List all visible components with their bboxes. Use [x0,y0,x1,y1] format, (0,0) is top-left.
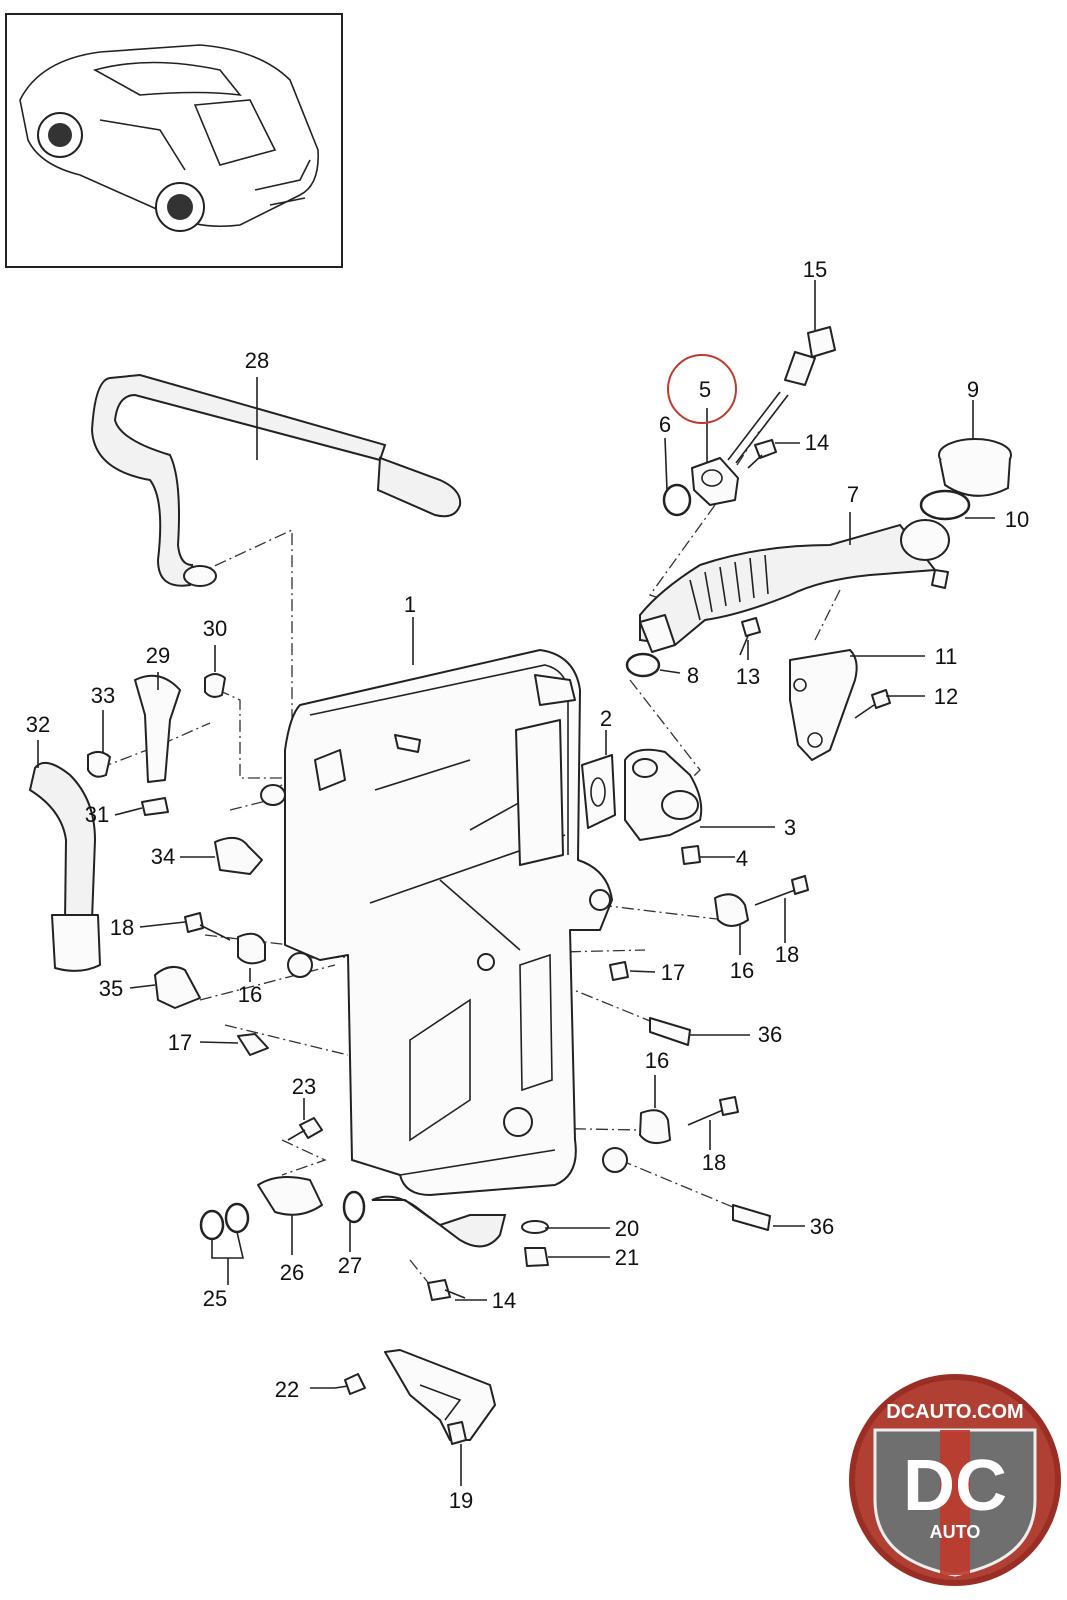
logo-main-text: DC [903,1446,1007,1526]
dcauto-logo: DCAUTO.COM DC AUTO [849,1374,1061,1586]
logo-top-text: DCAUTO.COM [886,1401,1023,1423]
logo-sub-text: AUTO [930,1522,981,1542]
callout-4: 4 [736,846,748,871]
callout-11: 11 [935,644,958,669]
callout-17-right: 17 [661,960,685,985]
callout-10: 10 [1005,507,1029,532]
callout-14-bottom: 14 [492,1288,516,1313]
callout-36-bottom: 36 [810,1214,834,1239]
callout-2: 2 [600,706,612,731]
callout-3: 3 [784,815,796,840]
callout-20: 20 [615,1216,639,1241]
part-5-flange [691,457,739,506]
callout-27: 27 [338,1253,362,1278]
callout-5: 5 [699,377,711,402]
callout-15: 15 [803,257,827,282]
part-11-bracket [789,649,858,761]
callout-9: 9 [967,377,979,402]
callout-33: 33 [91,683,115,708]
callout-19: 19 [449,1488,473,1513]
callout-7: 7 [847,482,859,507]
callout-14-top: 14 [805,430,829,455]
leader-lines [37,280,995,1486]
callout-30: 30 [203,616,227,641]
part-28-hose [90,373,462,587]
part-15-sensor [727,326,836,464]
callout-16-right: 16 [730,958,754,983]
callout-6: 6 [659,412,671,437]
callout-35: 35 [99,976,123,1001]
callout-12: 12 [934,684,958,709]
callout-8: 8 [687,663,699,688]
part-3-housing [624,748,703,841]
callout-21: 21 [615,1245,639,1270]
callout-1: 1 [404,592,416,617]
callout-36-top: 36 [758,1022,782,1047]
part-7-filler-pipe [639,519,950,653]
callout-16-left: 16 [238,982,262,1007]
callout-26: 26 [280,1260,304,1285]
callout-13: 13 [736,664,760,689]
callout-17-left: 17 [168,1030,192,1055]
callout-25: 25 [203,1286,227,1311]
callout-23: 23 [292,1074,316,1099]
callout-32: 32 [26,712,50,737]
callout-28: 28 [245,348,269,373]
part-9-cap [938,438,1012,497]
part-6-ring [662,483,692,517]
part-10-ring [919,489,971,521]
callout-18-left: 18 [110,915,134,940]
callout-29: 29 [146,643,170,668]
part-8-ring [625,652,661,678]
callouts: 15 9 5 6 14 28 7 10 1 30 11 29 8 13 33 1… [26,257,1029,1513]
callout-34: 34 [151,844,175,869]
highlight-circle [667,354,737,424]
callout-16-lower: 16 [645,1048,669,1073]
part-1-oil-tank [260,649,628,1196]
car-thumbnail [5,13,343,268]
fasteners [28,439,891,1445]
callout-22: 22 [275,1377,299,1402]
callout-18-lower: 18 [702,1150,726,1175]
callout-31: 31 [85,802,109,827]
callout-18-right: 18 [775,942,799,967]
part-2-gasket [515,719,616,866]
